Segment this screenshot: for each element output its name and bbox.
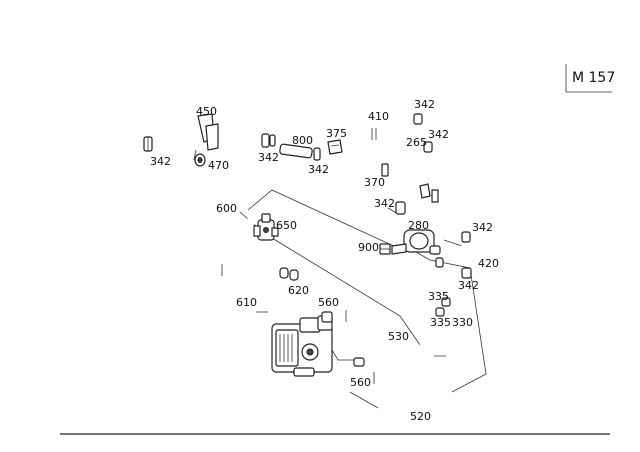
- model-code-box: M 157: [565, 64, 615, 93]
- label-342-d: 342: [414, 98, 435, 111]
- clamp-342-mid-left: [261, 133, 276, 148]
- label-420: 420: [478, 257, 499, 270]
- hose-610: [213, 256, 274, 325]
- clamp-560-top: [321, 311, 333, 323]
- label-620: 620: [288, 284, 309, 297]
- clip-375: [327, 139, 343, 155]
- label-610: 610: [236, 296, 257, 309]
- label-330: 330: [452, 316, 473, 329]
- hose-410: [364, 114, 406, 140]
- clamp-342-800: [313, 147, 321, 161]
- hose-265: [415, 145, 425, 169]
- grommet-470: [194, 153, 206, 167]
- hose-330: [449, 302, 475, 311]
- hose-600: [232, 210, 256, 226]
- label-280: 280: [408, 219, 429, 232]
- label-342-e: 342: [428, 128, 449, 141]
- label-375: 375: [326, 127, 347, 140]
- label-342-b: 342: [258, 151, 279, 164]
- label-900: 900: [358, 241, 379, 254]
- valve-650: [253, 213, 279, 241]
- label-342-c: 342: [308, 163, 329, 176]
- label-650: 650: [276, 219, 297, 232]
- label-560-b: 560: [350, 376, 371, 389]
- label-520: 520: [410, 410, 431, 423]
- tube-800: [279, 143, 313, 159]
- label-342-a: 342: [150, 155, 171, 168]
- pump-280: [391, 229, 441, 255]
- callout-labels: 450 342 470 342 800 342 375 410 342 342 …: [150, 98, 499, 423]
- label-560-a: 560: [318, 296, 339, 309]
- clamp-342-left-of-335: [435, 257, 444, 268]
- label-335-a: 335: [428, 290, 449, 303]
- clamp-342-280: [461, 231, 471, 243]
- label-370: 370: [364, 176, 385, 189]
- clamps-620: [279, 267, 299, 281]
- clamp-342-335: [461, 267, 472, 279]
- hose-520: [365, 367, 465, 409]
- label-335-b: 335: [430, 316, 451, 329]
- label-342-h: 342: [458, 279, 479, 292]
- pipe-450: [149, 112, 265, 151]
- clamp-335-lower: [435, 307, 445, 317]
- model-code: M 157: [572, 70, 615, 86]
- clamp-342-410-right: [423, 141, 433, 153]
- label-342-f: 342: [374, 197, 395, 210]
- heater-unit: [271, 315, 333, 377]
- label-265: 265: [406, 136, 427, 149]
- label-530: 530: [388, 330, 409, 343]
- label-470: 470: [208, 159, 229, 172]
- label-450: 450: [196, 105, 217, 118]
- connector-900: [379, 243, 391, 255]
- label-800: 800: [292, 134, 313, 147]
- clamp-560-bottom: [353, 357, 365, 367]
- clamp-335-upper: [441, 297, 451, 307]
- label-600: 600: [216, 202, 237, 215]
- clamp-342-left: [143, 136, 153, 152]
- clamp-342-410-top: [413, 113, 423, 125]
- label-342-g: 342: [472, 221, 493, 234]
- pipe-370: [323, 155, 461, 235]
- label-410: 410: [368, 110, 389, 123]
- hose-530: [337, 310, 446, 363]
- leader-lines: [193, 149, 487, 409]
- clamp-342-370: [395, 201, 406, 215]
- hose-420: [461, 243, 489, 252]
